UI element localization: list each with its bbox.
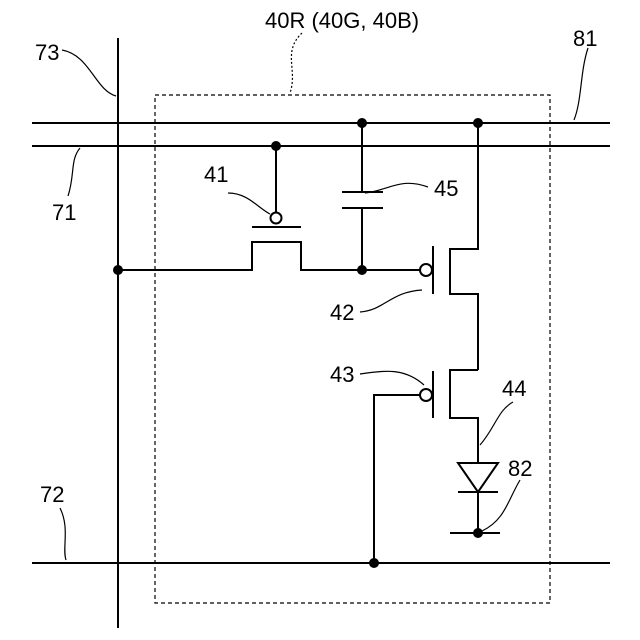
label-44: 44 <box>502 376 526 401</box>
label-42: 42 <box>330 300 354 325</box>
label-81: 81 <box>573 26 597 51</box>
label-43: 43 <box>330 362 354 387</box>
label-71: 71 <box>52 200 76 225</box>
junction-dots <box>113 118 483 568</box>
transistor-42 <box>362 123 478 370</box>
diode-44 <box>450 463 500 533</box>
label-41: 41 <box>204 162 228 187</box>
label-73: 73 <box>35 40 59 65</box>
label-72: 72 <box>40 482 64 507</box>
label-82: 82 <box>508 456 532 481</box>
label-45: 45 <box>434 176 458 201</box>
transistor-43 <box>374 370 478 563</box>
label-pixel: 40R (40G, 40B) <box>265 8 419 33</box>
